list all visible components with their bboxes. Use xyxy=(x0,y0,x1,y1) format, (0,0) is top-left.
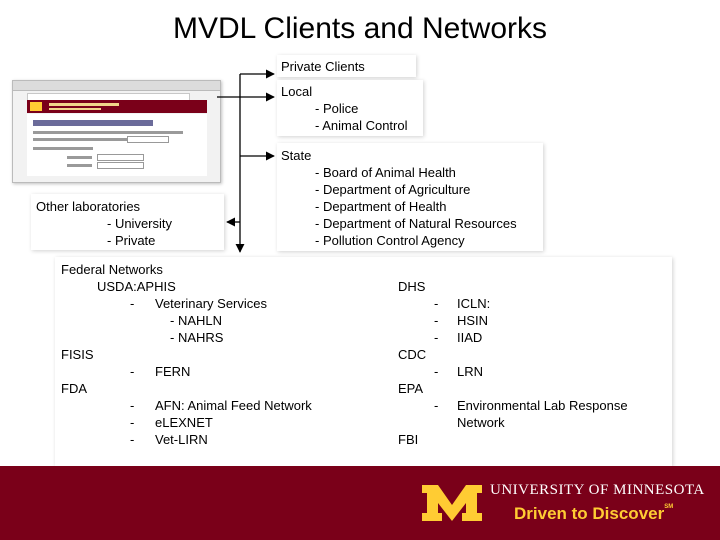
university-logo xyxy=(30,102,42,111)
dhs-dash: - xyxy=(434,296,439,311)
private-clients-box: Private Clients xyxy=(277,55,416,77)
university-wordmark: UNIVERSITY OF MINNESOTA xyxy=(490,482,705,498)
federal-networks-box: Federal Networks USDA:APHIS - Veterinary… xyxy=(55,257,672,466)
slide-title: MVDL Clients and Networks xyxy=(172,12,548,45)
usda-sub-item: - NAHLN xyxy=(170,313,223,328)
university-m-logo xyxy=(422,485,482,521)
fda-dash: - xyxy=(130,415,135,430)
dhs-item: HSIN xyxy=(457,313,489,328)
state-item: - Pollution Control Agency xyxy=(315,233,465,248)
tagline-text: Driven to Discover xyxy=(514,504,665,523)
state-item: - Department of Health xyxy=(315,199,447,214)
dhs-item: ICLN: xyxy=(457,296,491,311)
fbi-label: FBI xyxy=(398,432,419,447)
other-labs-box: Other laboratories - University - Privat… xyxy=(31,194,224,250)
state-item: - Board of Animal Health xyxy=(315,165,456,180)
usda-label: USDA:APHIS xyxy=(97,279,176,294)
usda-dash: - xyxy=(130,296,135,311)
state-box: State - Board of Animal Health - Departm… xyxy=(277,143,543,251)
dhs-item: IIAD xyxy=(457,330,483,345)
fisis-item: FERN xyxy=(155,364,191,379)
site-content xyxy=(27,114,207,176)
fda-label: FDA xyxy=(61,381,87,396)
fda-dash: - xyxy=(130,432,135,447)
footer-bar xyxy=(0,466,720,540)
cdc-label: CDC xyxy=(398,347,427,362)
dhs-dash: - xyxy=(434,330,439,345)
epa-dash: - xyxy=(434,398,439,413)
federal-heading: Federal Networks xyxy=(61,262,163,277)
other-labs-item: - Private xyxy=(107,233,156,248)
state-item: - Department of Agriculture xyxy=(315,182,471,197)
browser-toolbar xyxy=(13,81,220,91)
cdc-dash: - xyxy=(434,364,439,379)
fda-dash: - xyxy=(130,398,135,413)
usda-vet-services: Veterinary Services xyxy=(155,296,267,311)
other-labs-item: - University xyxy=(107,216,173,231)
service-mark: SM xyxy=(664,504,674,510)
other-labs-heading: Other laboratories xyxy=(36,199,141,214)
fda-item: AFN: Animal Feed Network xyxy=(155,398,312,413)
dhs-dash: - xyxy=(434,313,439,328)
local-box: Local - Police - Animal Control xyxy=(277,80,423,136)
dhs-label: DHS xyxy=(398,279,426,294)
tagline: Driven to DiscoverSM xyxy=(514,504,673,524)
fda-item: Vet-LIRN xyxy=(155,432,208,447)
website-screenshot xyxy=(12,80,221,183)
epa-label: EPA xyxy=(398,381,424,396)
fda-item: eLEXNET xyxy=(155,415,213,430)
local-item: - Police xyxy=(315,101,359,116)
state-item: - Department of Natural Resources xyxy=(315,216,517,231)
cdc-item: LRN xyxy=(457,364,484,379)
local-heading: Local xyxy=(281,84,313,99)
private-clients-label: Private Clients xyxy=(281,59,365,74)
site-heading xyxy=(33,120,153,126)
site-header xyxy=(27,100,207,113)
epa-item: Environmental Lab Response Network xyxy=(457,398,628,430)
usda-sub-item: - NAHRS xyxy=(170,330,224,345)
state-heading: State xyxy=(281,148,312,163)
local-item: - Animal Control xyxy=(315,118,408,133)
fisis-dash: - xyxy=(130,364,135,379)
fisis-label: FISIS xyxy=(61,347,94,362)
